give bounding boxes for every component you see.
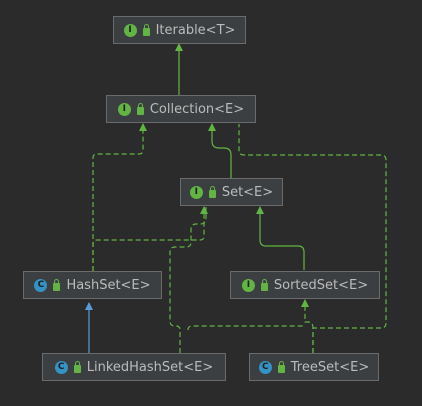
edge-sortedset-to-set <box>256 206 305 270</box>
lock-icon <box>142 23 150 36</box>
lock-icon <box>208 185 216 198</box>
class-icon: C <box>34 278 48 292</box>
node-hashset-label: HashSet<E> <box>66 277 151 293</box>
node-hashset[interactable]: C HashSet<E> <box>23 271 162 299</box>
lock-icon <box>260 278 268 291</box>
node-collection[interactable]: I Collection<E> <box>106 95 256 123</box>
node-collection-label: Collection<E> <box>149 101 245 117</box>
node-set-label: Set<E> <box>221 184 274 200</box>
lock-icon <box>53 278 61 291</box>
interface-icon: I <box>117 102 131 116</box>
node-treeset[interactable]: C TreeSet<E> <box>249 353 379 381</box>
node-linkedhashset[interactable]: C LinkedHashSet<E> <box>42 353 226 381</box>
edge-hashset-to-set <box>92 206 208 271</box>
interface-icon: I <box>123 23 137 37</box>
edge-linkedhashset-to-set <box>169 207 207 353</box>
node-iterable[interactable]: I Iterable<T> <box>113 16 246 44</box>
node-sortedset[interactable]: I SortedSet<E> <box>230 271 380 299</box>
class-icon: C <box>54 360 68 374</box>
lock-icon <box>277 360 285 373</box>
node-treeset-label: TreeSet<E> <box>290 359 370 375</box>
interface-icon: I <box>189 185 203 199</box>
edge-treeset-to-collection <box>238 124 387 353</box>
edge-linkedhashset-to-treeset-branch <box>187 325 304 331</box>
interface-icon: I <box>241 278 255 292</box>
node-iterable-label: Iterable<T> <box>155 22 236 38</box>
node-sortedset-label: SortedSet<E> <box>273 277 369 293</box>
class-icon: C <box>258 360 272 374</box>
node-set[interactable]: I Set<E> <box>180 178 283 206</box>
edge-set-to-collection <box>208 123 232 178</box>
lock-icon <box>73 360 81 373</box>
node-linkedhashset-label: LinkedHashSet<E> <box>86 359 214 375</box>
edge-hashset-to-collection <box>92 123 147 271</box>
lock-icon <box>136 102 144 115</box>
edge-treeset-to-sortedset <box>301 299 314 353</box>
